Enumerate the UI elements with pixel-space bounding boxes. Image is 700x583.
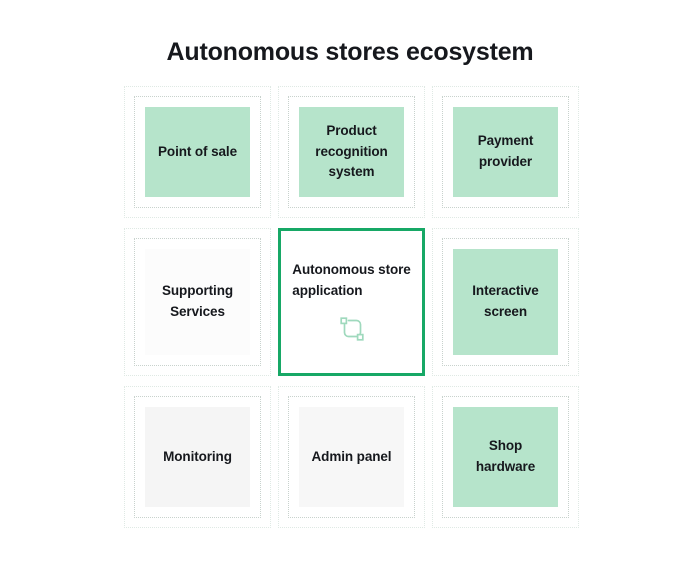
cell-inner-frame: Product recognition system	[288, 96, 415, 208]
cell-fill-box: Product recognition system	[299, 107, 404, 197]
cell-point-of-sale[interactable]: Point of sale	[124, 86, 271, 218]
grid-gap	[425, 228, 432, 376]
cell-fill-box: Monitoring	[145, 407, 250, 507]
cell-inner-frame: Point of sale	[134, 96, 261, 208]
cell-fill-box: Shop hardware	[453, 407, 558, 507]
cell-supporting-services[interactable]: Supporting Services	[124, 228, 271, 376]
cell-label: Supporting Services	[162, 283, 233, 319]
grid-gap	[425, 386, 432, 528]
grid-gap	[425, 218, 432, 228]
grid-gap	[271, 376, 278, 386]
grid-gap	[432, 218, 579, 228]
cell-label: Product recognition system	[315, 123, 388, 180]
cell-inner-frame: Admin panel	[288, 396, 415, 518]
cell-label: Payment provider	[477, 133, 534, 169]
cell-interactive-screen[interactable]: Interactive screen	[432, 228, 579, 376]
cell-label: Monitoring	[163, 448, 232, 464]
grid-gap	[124, 218, 271, 228]
cell-label: Shop hardware	[475, 438, 536, 474]
cell-label: Autonomous store application	[292, 262, 411, 298]
ecosystem-grid: Point of sale Product recognition system…	[124, 86, 579, 528]
grid-gap	[124, 376, 271, 386]
grid-gap	[271, 86, 278, 218]
cell-inner-frame: Supporting Services	[134, 238, 261, 366]
page-title: Autonomous stores ecosystem	[166, 38, 534, 66]
cell-inner-frame: Payment provider	[442, 96, 569, 208]
grid-gap	[271, 228, 278, 376]
cell-monitoring[interactable]: Monitoring	[124, 386, 271, 528]
cell-label: Interactive screen	[472, 283, 539, 319]
grid-gap	[432, 376, 579, 386]
grid-gap	[425, 86, 432, 218]
cell-fill-box: Interactive screen	[453, 249, 558, 355]
cell-autonomous-store-application[interactable]: Autonomous store application	[278, 228, 425, 376]
cell-inner-frame: Monitoring	[134, 396, 261, 518]
cell-admin-panel[interactable]: Admin panel	[278, 386, 425, 528]
cell-shop-hardware[interactable]: Shop hardware	[432, 386, 579, 528]
cell-inner-frame: Interactive screen	[442, 238, 569, 366]
cell-payment-provider[interactable]: Payment provider	[432, 86, 579, 218]
cell-fill-box: Supporting Services	[145, 249, 250, 355]
grid-gap	[278, 376, 425, 386]
cell-label: Point of sale	[158, 143, 237, 159]
grid-gap	[271, 386, 278, 528]
cell-label: Admin panel	[311, 448, 392, 464]
cell-fill-box: Point of sale	[145, 107, 250, 197]
cell-fill-box: Payment provider	[453, 107, 558, 197]
cell-inner-frame: Shop hardware	[442, 396, 569, 518]
cell-product-recognition-system[interactable]: Product recognition system	[278, 86, 425, 218]
transform-handles-icon	[337, 314, 367, 344]
grid-gap	[271, 218, 278, 228]
grid-gap	[425, 376, 432, 386]
cell-fill-box: Admin panel	[299, 407, 404, 507]
grid-gap	[278, 218, 425, 228]
center-cell-content: Autonomous store application	[281, 260, 422, 343]
